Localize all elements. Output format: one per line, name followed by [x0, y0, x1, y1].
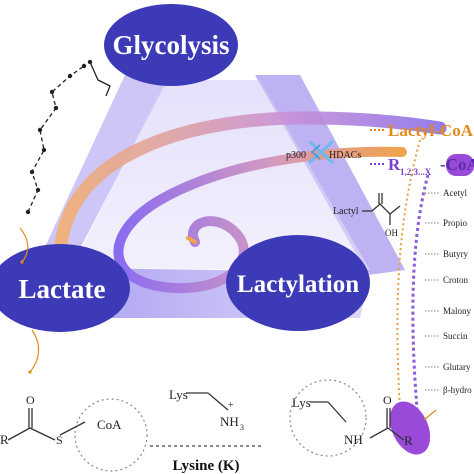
dotted-connector-orange [396, 139, 421, 411]
arc-arrow [53, 111, 447, 267]
p300-label: p300 [286, 150, 306, 161]
lysine-lys-label: Lys [169, 387, 188, 402]
acyl-lysine-r-label: R [404, 433, 413, 448]
acyl-lysine-lys-label: Lys [292, 395, 311, 410]
acyl-list-item: Succin [443, 331, 468, 341]
lysine-nh3-sub: 3 [240, 423, 244, 432]
enzyme-cross-icon [308, 140, 334, 164]
acyl-coa-coa: -CoA [440, 155, 474, 174]
acyl-coa-structure: R O S CoA [0, 393, 148, 472]
hydroxyl-label: OH [385, 228, 398, 238]
acyl-coa-coa-label: CoA [97, 417, 122, 432]
acyl-list-item: Propio [443, 218, 468, 228]
glycolysis-label: Glycolysis [112, 30, 229, 60]
lactylation-label: Lactylation [237, 271, 359, 298]
acyl-list: Acetyl Propio Butyry Croton Malony Succi… [425, 188, 472, 395]
acyl-list-item: Glutary [443, 362, 471, 372]
lysine-nh3-label: NH [220, 414, 239, 429]
arrow-left-lower [29, 329, 40, 373]
lactyl-coa-label: Lactyl-CoA [388, 121, 474, 140]
coa-highlight [446, 154, 474, 176]
arrow-left-upper [19, 227, 29, 263]
spiral-arrow [113, 146, 407, 294]
lactate-label: Lactate [19, 274, 106, 304]
acyl-coa-subscript: 1,2,3...X [400, 167, 432, 177]
acyl-lysine-o-label: O [383, 393, 392, 407]
acyl-lysine-structure: Lys NH O R [289, 379, 431, 457]
glucose-chain-dots [25, 59, 93, 215]
arrow-right-lower [423, 409, 437, 421]
lactate-node: Lactate [0, 244, 130, 332]
acyl-lysine-nh-label: NH [344, 432, 363, 447]
acyl-coa-o-label: O [26, 393, 35, 407]
acyl-coa-s-label: S [56, 433, 63, 447]
lactyl-group-label: Lactyl [333, 206, 359, 217]
glycolysis-node: Glycolysis [104, 4, 238, 86]
acyl-list-item: Malony [443, 306, 471, 316]
lysine-structure: Lys + NH 3 Lysine (K) [150, 387, 262, 474]
glucose-chain-icon [27, 61, 111, 213]
acyl-coa-r: R [388, 155, 401, 174]
lysine-caption: Lysine (K) [172, 458, 239, 474]
acyl-list-item: Croton [443, 275, 469, 285]
lactyl-structure [362, 193, 401, 225]
lactylation-node: Lactylation [226, 235, 370, 331]
acyl-list-item: β-hydro [443, 385, 472, 395]
acyl-list-item: Acetyl [443, 188, 467, 198]
acyl-list-item: Butyry [443, 249, 469, 259]
lysine-plus-label: + [228, 400, 234, 411]
dotted-connector-purple [411, 174, 430, 421]
hdacs-label: HDACs [329, 150, 361, 161]
acyl-coa-r-label: R [0, 432, 9, 447]
